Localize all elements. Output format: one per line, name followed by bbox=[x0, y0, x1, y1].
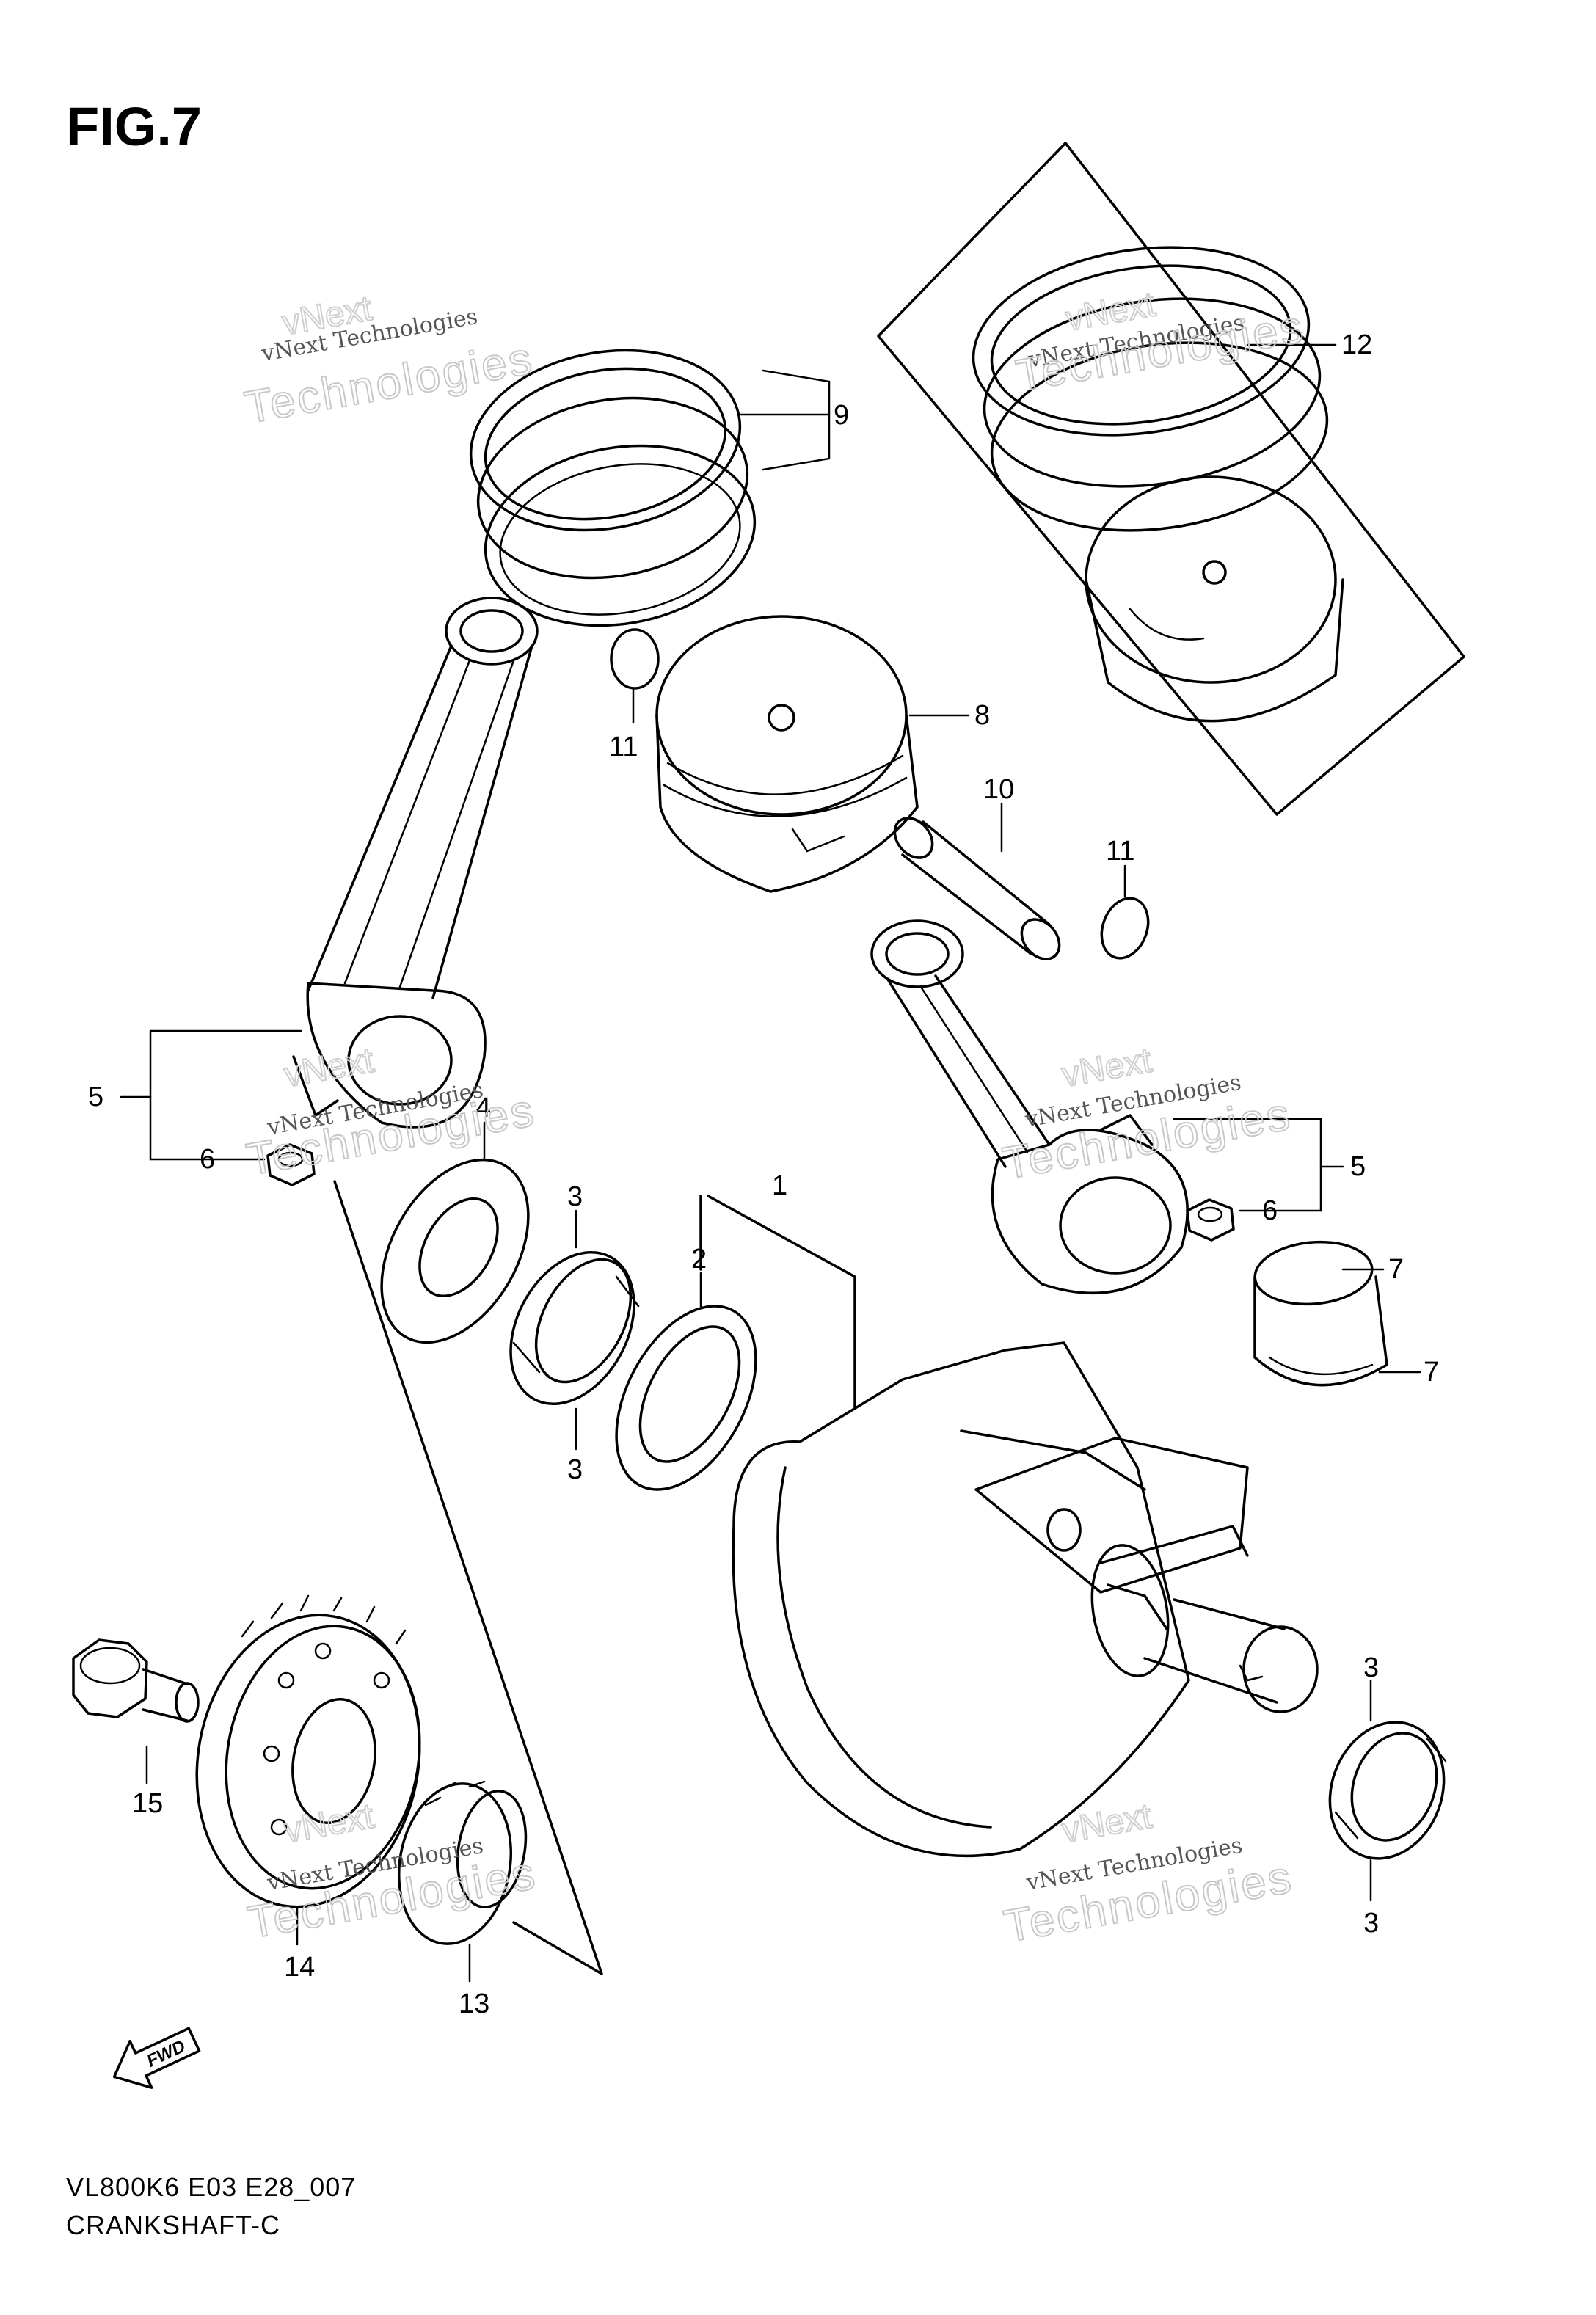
section-name: CRANKSHAFT-C bbox=[66, 2210, 280, 2240]
part-12-piston-set[interactable] bbox=[877, 142, 1465, 816]
assembly-bracket-lines bbox=[333, 1180, 856, 1975]
callout-11: 11 bbox=[609, 732, 638, 762]
callout-6: 6 bbox=[1262, 1195, 1278, 1226]
watermark-vnext: vNext bbox=[281, 1797, 376, 1851]
callout-12: 12 bbox=[1341, 329, 1372, 360]
callout-3: 3 bbox=[567, 1181, 583, 1212]
callout-1: 1 bbox=[772, 1170, 787, 1201]
watermark-vnext: vNext bbox=[281, 1041, 376, 1095]
part-14-primary-drive-gear[interactable] bbox=[175, 1594, 442, 1925]
leader-lines bbox=[120, 343, 1421, 1983]
part-8-piston[interactable] bbox=[655, 615, 919, 893]
callout-11: 11 bbox=[1106, 836, 1134, 867]
part-4-thrust-washer[interactable] bbox=[351, 1134, 558, 1368]
callout-labels: 1 2 3 3 3 3 4 5 5 6 6 7 7 8 9 10 11 11 1… bbox=[88, 329, 1439, 2019]
part-10-piston-pin[interactable] bbox=[887, 811, 1067, 966]
part-15-bolt[interactable] bbox=[72, 1638, 200, 1723]
part-1-crankshaft[interactable] bbox=[732, 1341, 1319, 1858]
figure-title: FIG.7 bbox=[66, 96, 202, 157]
watermark-technologies: Technologies bbox=[1013, 301, 1309, 401]
callout-5: 5 bbox=[1350, 1151, 1366, 1182]
part-2-thrust-bearing[interactable] bbox=[588, 1283, 784, 1513]
part-9-piston-rings[interactable] bbox=[456, 330, 769, 646]
callout-13: 13 bbox=[459, 1988, 489, 2019]
callout-3: 3 bbox=[567, 1454, 583, 1485]
watermark-group: vNext vNext Technologies Technologies vN… bbox=[241, 284, 1310, 1953]
part-3-bearing-right[interactable] bbox=[1311, 1706, 1462, 1875]
callout-9: 9 bbox=[834, 400, 849, 431]
part-5-conrod-left[interactable] bbox=[292, 597, 539, 1129]
part-5-conrod-right[interactable] bbox=[870, 919, 1189, 1295]
callout-15: 15 bbox=[132, 1788, 163, 1819]
callout-7: 7 bbox=[1424, 1357, 1439, 1388]
callout-14: 14 bbox=[284, 1952, 315, 1983]
callout-3: 3 bbox=[1363, 1908, 1379, 1939]
callout-5: 5 bbox=[88, 1082, 103, 1112]
part-3-bearing-left[interactable] bbox=[486, 1231, 659, 1426]
part-6-nut[interactable] bbox=[266, 1143, 1235, 1242]
part-7-conrod-bearing[interactable] bbox=[1253, 1237, 1388, 1387]
fwd-arrow-icon: FWD bbox=[112, 2027, 201, 2089]
callout-4: 4 bbox=[475, 1093, 491, 1123]
watermark-vnext: vNext bbox=[1059, 1797, 1154, 1851]
part-11-circlip[interactable] bbox=[610, 628, 1156, 965]
callout-2: 2 bbox=[691, 1244, 707, 1275]
callout-8: 8 bbox=[974, 700, 990, 731]
callout-7: 7 bbox=[1388, 1254, 1404, 1285]
callout-6: 6 bbox=[200, 1144, 215, 1175]
part-13-crank-gear[interactable] bbox=[387, 1775, 534, 1953]
callout-10: 10 bbox=[983, 774, 1014, 805]
callout-3: 3 bbox=[1363, 1652, 1379, 1683]
model-code: VL800K6 E03 E28_007 bbox=[66, 2172, 356, 2202]
